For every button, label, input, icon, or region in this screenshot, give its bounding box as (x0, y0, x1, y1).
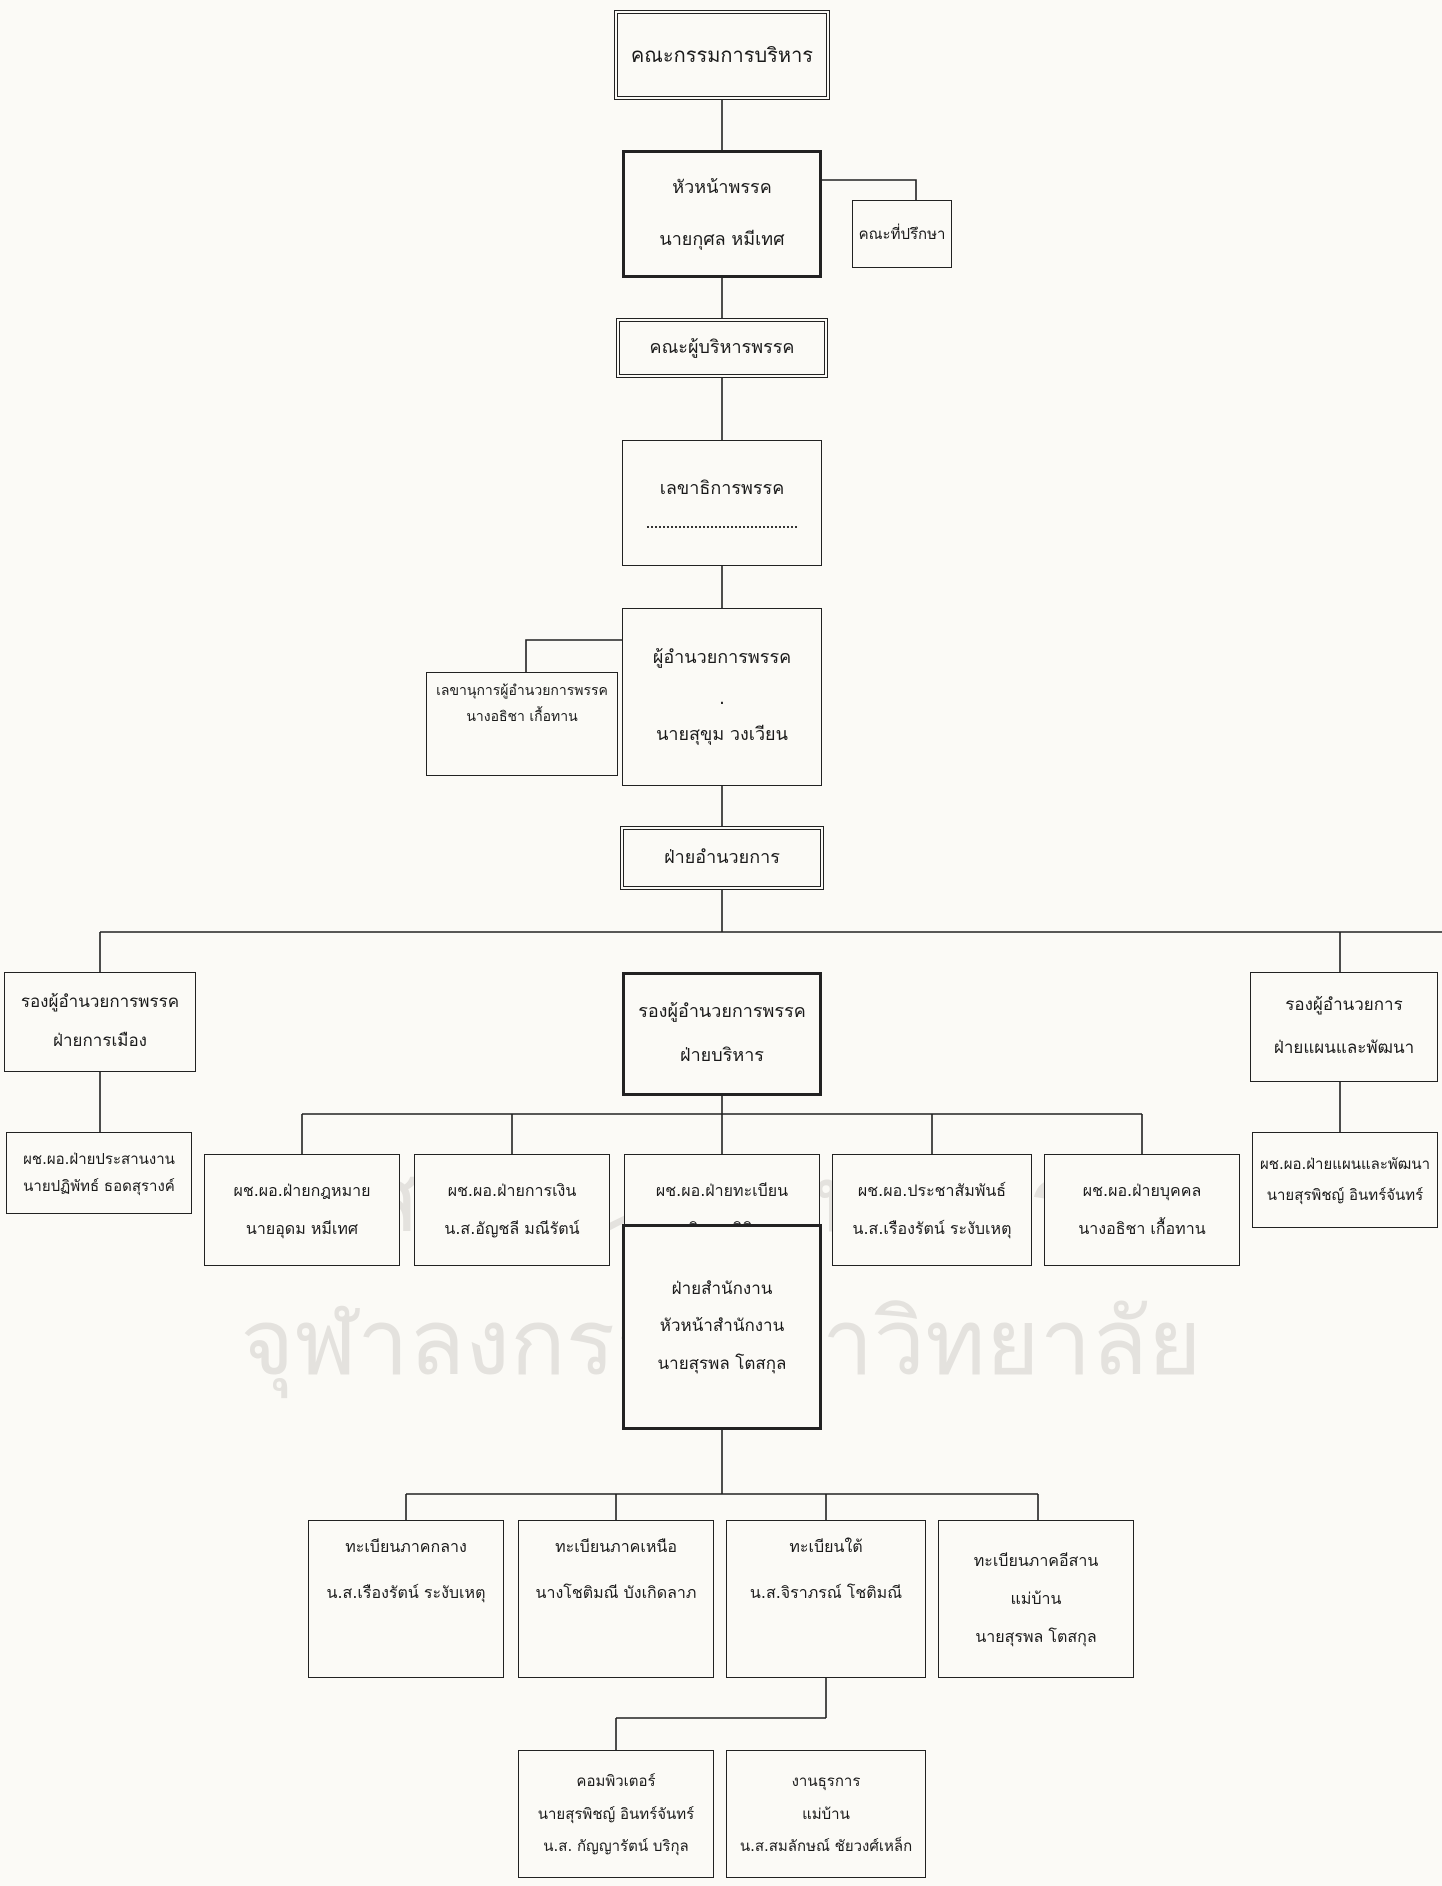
connector (525, 639, 622, 672)
office-head-name: นายสุรพล โตสกุล (657, 1353, 787, 1374)
computer-box: คอมพิวเตอร์ นายสุรพิชญ์ อินทร์จันทร์ น.ส… (518, 1750, 714, 1878)
asst-coordination-name: นายปฏิพัทธ์ ธอดสุรางค์ (23, 1177, 175, 1195)
asst-planning-title: ผช.ผอ.ฝ่ายแผนและพัฒนา (1259, 1155, 1431, 1174)
name-placeholder-dots (647, 526, 797, 529)
secretary-general-title: เลขาธิการพรรค (659, 477, 785, 499)
asst-personnel-name: นางอธิชา เกื้อทาน (1078, 1219, 1206, 1238)
asst-finance-title: ผช.ผอ.ฝ่ายการเงิน (447, 1181, 577, 1200)
reg-south-box: ทะเบียนใต้ น.ส.จิราภรณ์ โชติมณี (726, 1520, 926, 1678)
reg-central-box: ทะเบียนภาคกลาง น.ส.เรืองรัตน์ ระงับเหตุ (308, 1520, 504, 1678)
reg-central-title: ทะเบียนภาคกลาง (345, 1537, 467, 1556)
asst-pr-box: ผช.ผอ.ประชาสัมพันธ์ น.ส.เรืองรัตน์ ระงับ… (832, 1154, 1032, 1266)
party-executives-box: คณะผู้บริหารพรรค (616, 318, 828, 378)
asst-legal-name: นายอุดม หมีเทศ (245, 1219, 359, 1238)
reg-northeast-box: ทะเบียนภาคอีสาน แม่บ้าน นายสุรพล โตสกุล (938, 1520, 1134, 1678)
asst-planning-name: นายสุรพิชญ์ อินทร์จันทร์ (1266, 1186, 1424, 1204)
computer-name-2: น.ส. กัญญารัตน์ บริกุล (543, 1837, 689, 1856)
connector (820, 179, 917, 200)
asst-personnel-title: ผช.ผอ.ฝ่ายบุคคล (1082, 1181, 1202, 1200)
reg-north-title: ทะเบียนภาคเหนือ (555, 1537, 677, 1556)
general-affairs-name: น.ส.สมลักษณ์ ชัยวงศ์เหล็ก (739, 1837, 913, 1856)
deputy-admin-box: รองผู้อำนวยการพรรค ฝ่ายบริหาร (622, 972, 822, 1096)
asst-planning-box: ผช.ผอ.ฝ่ายแผนและพัฒนา นายสุรพิชญ์ อินทร์… (1252, 1132, 1438, 1228)
asst-coordination-title: ผช.ผอ.ฝ่ายประสานงาน (23, 1150, 175, 1169)
computer-name-1: นายสุรพิชญ์ อินทร์จันทร์ (537, 1804, 695, 1823)
asst-coordination-box: ผช.ผอ.ฝ่ายประสานงาน นายปฏิพัทธ์ ธอดสุราง… (6, 1132, 192, 1214)
office-box: ฝ่ายสำนักงาน หัวหน้าสำนักงาน นายสุรพล โต… (622, 1224, 822, 1430)
deputy-planning-unit: ฝ่ายแผนและพัฒนา (1273, 1038, 1415, 1058)
general-affairs-title: งานธุรการ (791, 1771, 861, 1790)
asst-legal-title: ผช.ผอ.ฝ่ายกฎหมาย (233, 1181, 371, 1200)
party-leader-box: หัวหน้าพรรค นายกุศล หมีเทศ (622, 150, 822, 278)
advisors-label: คณะที่ปรึกษา (858, 224, 946, 243)
reg-south-name: น.ส.จิราภรณ์ โชติมณี (749, 1583, 903, 1602)
deputy-politics-box: รองผู้อำนวยการพรรค ฝ่ายการเมือง (4, 972, 196, 1072)
asst-personnel-box: ผช.ผอ.ฝ่ายบุคคล นางอธิชา เกื้อทาน (1044, 1154, 1240, 1266)
office-head-title: หัวหน้าสำนักงาน (659, 1316, 785, 1337)
asst-finance-box: ผช.ผอ.ฝ่ายการเงิน น.ส.อัญชลี มณีรัตน์ (414, 1154, 610, 1266)
reg-north-box: ทะเบียนภาคเหนือ นางโชติมณี บังเกิดลาภ (518, 1520, 714, 1678)
reg-northeast-name: นายสุรพล โตสกุล (975, 1627, 1097, 1646)
deputy-planning-title: รองผู้อำนวยการ (1285, 994, 1403, 1015)
office-unit: ฝ่ายสำนักงาน (671, 1279, 773, 1300)
reg-north-name: นางโชติมณี บังเกิดลาภ (535, 1583, 697, 1602)
secretary-general-box: เลขาธิการพรรค (622, 440, 822, 566)
director-secretary-name: นางอธิชา เกื้อทาน (466, 708, 578, 725)
asst-pr-title: ผช.ผอ.ประชาสัมพันธ์ (857, 1181, 1007, 1200)
party-leader-name: นายกุศล หมีเทศ (659, 229, 785, 250)
deputy-admin-unit: ฝ่ายบริหาร (680, 1045, 764, 1066)
general-affairs-role: แม่บ้าน (802, 1804, 850, 1823)
party-director-name: นายสุขุม วงเวียน (656, 724, 788, 746)
advisors-box: คณะที่ปรึกษา (852, 200, 952, 268)
party-director-mark: . (719, 687, 725, 709)
party-director-box: ผู้อำนวยการพรรค . นายสุขุม วงเวียน (622, 608, 822, 786)
directorate-box: ฝ่ายอำนวยการ (620, 826, 824, 890)
director-secretary-box: เลขานุการผู้อำนวยการพรรค นางอธิชา เกื้อท… (426, 672, 618, 776)
reg-northeast-title: ทะเบียนภาคอีสาน (973, 1551, 1099, 1570)
deputy-admin-title: รองผู้อำนวยการพรรค (638, 1000, 806, 1022)
deputy-politics-title: รองผู้อำนวยการพรรค (20, 991, 180, 1012)
general-affairs-box: งานธุรการ แม่บ้าน น.ส.สมลักษณ์ ชัยวงศ์เห… (726, 1750, 926, 1878)
asst-registration-title: ผช.ผอ.ฝ่ายทะเบียน (655, 1181, 789, 1200)
asst-pr-name: น.ส.เรืองรัตน์ ระงับเหตุ (852, 1219, 1012, 1238)
deputy-planning-box: รองผู้อำนวยการ ฝ่ายแผนและพัฒนา (1250, 972, 1438, 1082)
computer-title: คอมพิวเตอร์ (576, 1771, 656, 1790)
asst-legal-box: ผช.ผอ.ฝ่ายกฎหมาย นายอุดม หมีเทศ (204, 1154, 400, 1266)
reg-central-name: น.ส.เรืองรัตน์ ระงับเหตุ (326, 1583, 486, 1602)
board-box: คณะกรรมการบริหาร (614, 10, 830, 100)
asst-finance-name: น.ส.อัญชลี มณีรัตน์ (444, 1219, 580, 1238)
director-secretary-title: เลขานุการผู้อำนวยการพรรค (436, 683, 608, 699)
party-executives-label: คณะผู้บริหารพรรค (649, 336, 795, 358)
reg-northeast-role: แม่บ้าน (1010, 1589, 1062, 1608)
deputy-politics-unit: ฝ่ายการเมือง (53, 1031, 147, 1051)
party-leader-title: หัวหน้าพรรค (672, 176, 772, 198)
reg-south-title: ทะเบียนใต้ (789, 1537, 863, 1556)
party-director-title: ผู้อำนวยการพรรค (652, 647, 792, 669)
board-label: คณะกรรมการบริหาร (630, 42, 814, 67)
directorate-label: ฝ่ายอำนวยการ (664, 846, 780, 868)
